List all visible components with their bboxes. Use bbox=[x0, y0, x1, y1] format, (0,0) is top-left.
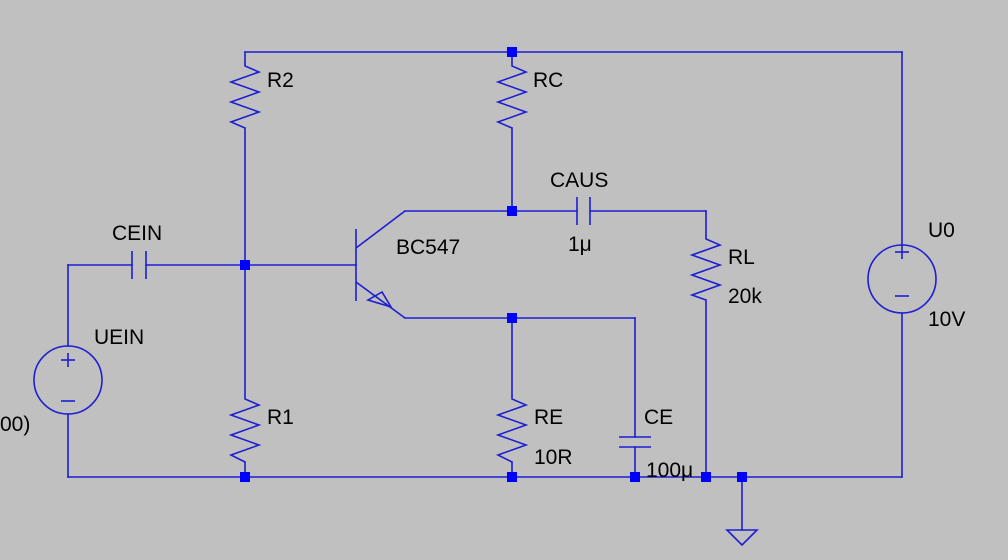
transistor-emitter-lead bbox=[355, 281, 406, 319]
label-uein: UEIN bbox=[94, 326, 144, 349]
transistor-emitter-arrow bbox=[365, 290, 393, 309]
junction-dot[interactable] bbox=[507, 47, 517, 57]
voltage-source-icon[interactable] bbox=[33, 345, 103, 415]
junction-dot[interactable] bbox=[240, 472, 250, 482]
resistor-r1[interactable] bbox=[228, 395, 262, 463]
transistor-bc547[interactable] bbox=[355, 210, 406, 319]
label-caus-value: 1μ bbox=[568, 233, 592, 256]
label-rl: RL bbox=[728, 246, 755, 269]
label-caus: CAUS bbox=[550, 169, 608, 192]
resistor-rl[interactable] bbox=[689, 235, 723, 301]
voltage-source-icon[interactable] bbox=[867, 244, 937, 314]
resistor-rc[interactable] bbox=[495, 62, 529, 129]
junction-dot[interactable] bbox=[507, 206, 517, 216]
junction-dot[interactable] bbox=[630, 472, 640, 482]
label-bc547: BC547 bbox=[396, 236, 460, 259]
junction-dot[interactable] bbox=[507, 472, 517, 482]
ground-icon[interactable] bbox=[725, 529, 759, 547]
label-re-value: 10R bbox=[534, 446, 573, 469]
label-ce-value: 100μ bbox=[646, 459, 693, 482]
junction-dot[interactable] bbox=[240, 260, 250, 270]
label-rc: RC bbox=[533, 69, 563, 92]
label-ce: CE bbox=[644, 406, 673, 429]
capacitor-ce[interactable] bbox=[619, 436, 651, 448]
labels: R2 RC CAUS 1μ CEIN BC547 U0 10V RL 20k U… bbox=[0, 69, 965, 482]
label-rl-value: 20k bbox=[728, 285, 762, 308]
label-u0: U0 bbox=[928, 219, 955, 242]
junction-dot[interactable] bbox=[507, 313, 517, 323]
label-r2: R2 bbox=[267, 69, 294, 92]
junctions bbox=[240, 47, 747, 482]
resistor-r2[interactable] bbox=[228, 62, 262, 129]
label-re: RE bbox=[534, 406, 563, 429]
label-uein-value: 00) bbox=[0, 413, 30, 436]
wires bbox=[67, 51, 903, 531]
capacitor-caus[interactable] bbox=[576, 197, 591, 225]
resistor-re[interactable] bbox=[495, 395, 529, 463]
label-u0-value: 10V bbox=[928, 308, 965, 331]
junction-dot[interactable] bbox=[701, 472, 711, 482]
label-r1: R1 bbox=[267, 406, 294, 429]
transistor-collector-lead bbox=[355, 210, 406, 249]
label-cein: CEIN bbox=[112, 222, 162, 245]
capacitor-cein[interactable] bbox=[131, 251, 147, 279]
junction-dot[interactable] bbox=[737, 472, 747, 482]
